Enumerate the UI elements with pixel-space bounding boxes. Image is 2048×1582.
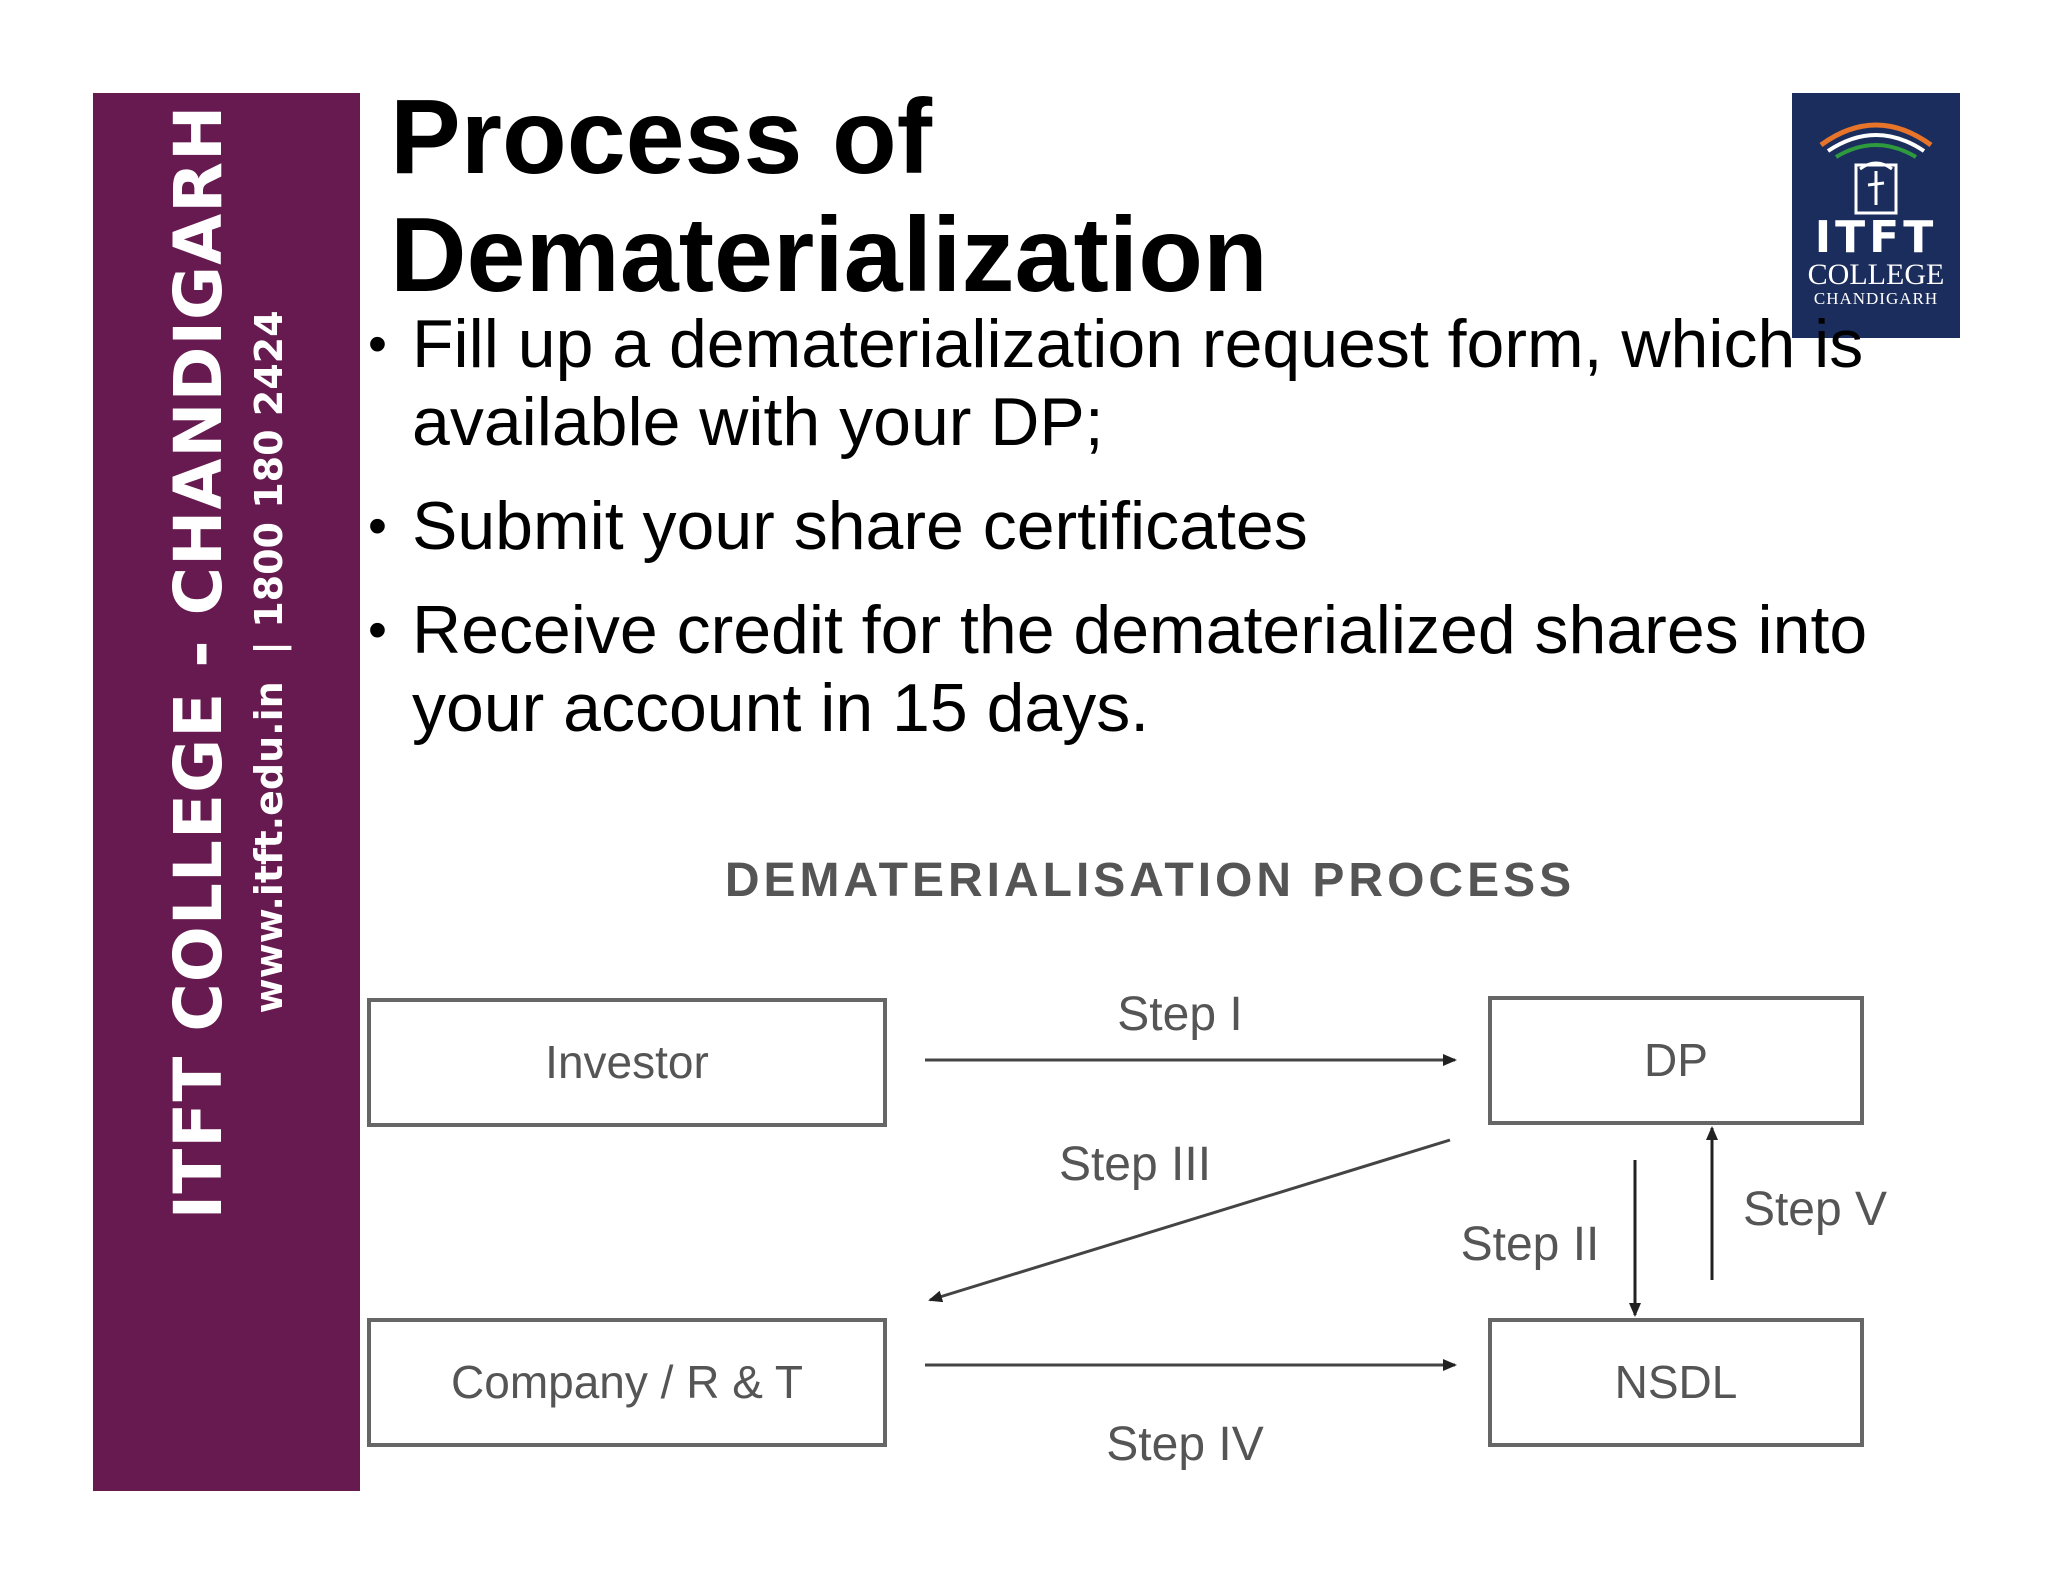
logo-line2: CHANDIGARH <box>1813 289 1939 308</box>
bullet-dot: • <box>368 496 387 556</box>
sidebar-text-area: ITFT COLLEGE - CHANDIGARH www.itft.edu.i… <box>93 93 360 1491</box>
step2-label: Step II <box>1461 1218 1600 1271</box>
node-nsdl-box <box>1488 1318 1864 1447</box>
node-dp-label: DP <box>1644 1034 1708 1086</box>
slide-title: Process of Dematerialization <box>390 78 1268 314</box>
step5-label: Step V <box>1743 1183 1887 1236</box>
node-investor-box <box>367 998 887 1127</box>
bullet-text: Receive credit for the dematerialized sh… <box>412 592 1868 746</box>
node-nsdl-label: NSDL <box>1615 1356 1738 1408</box>
node-company-box <box>367 1318 887 1447</box>
logo-name: ITFT <box>1814 212 1938 263</box>
logo-emblem-icon <box>1819 122 1933 215</box>
diagram-title: DEMATERIALISATION PROCESS <box>725 854 1575 907</box>
node-dp-box <box>1488 996 1864 1125</box>
sidebar-contact: www.itft.edu.in | 1800 180 2424 <box>246 310 291 1014</box>
dematerialisation-diagram: DEMATERIALISATION PROCESS Investor DP Co… <box>355 820 1960 1510</box>
node-company-label: Company / R & T <box>451 1356 803 1408</box>
bullet-dot: • <box>368 314 387 374</box>
bullet-item: • Receive credit for the dematerialized s… <box>360 591 1980 747</box>
slide-title-line2: Dematerialization <box>390 196 1268 314</box>
college-logo: ITFT COLLEGE CHANDIGARH <box>1792 93 1960 338</box>
bullet-list: • Fill up a dematerialization request for… <box>360 305 1980 773</box>
diagram-svg: DEMATERIALISATION PROCESS Investor DP Co… <box>367 854 1887 1471</box>
bullet-text: Fill up a dematerialization request form… <box>412 306 1864 460</box>
bullet-dot: • <box>368 600 387 660</box>
logo-line1: COLLEGE <box>1807 258 1945 291</box>
sidebar-college-name: ITFT COLLEGE - CHANDIGARH <box>159 104 237 1220</box>
node-investor-label: Investor <box>545 1036 709 1088</box>
step3-label: Step III <box>1059 1138 1211 1191</box>
step4-label: Step IV <box>1106 1418 1263 1471</box>
slide-title-line1: Process of <box>390 78 933 196</box>
bullet-item: • Fill up a dematerialization request for… <box>360 305 1980 461</box>
arrow-step3 <box>928 1138 1451 1303</box>
sidebar-rotated-text: ITFT COLLEGE - CHANDIGARH www.itft.edu.i… <box>159 93 295 1491</box>
bullet-text: Submit your share certificates <box>412 488 1308 564</box>
step1-label: Step I <box>1117 988 1242 1041</box>
sidebar-band <box>93 93 360 1491</box>
bullet-item: • Submit your share certificates <box>360 487 1980 565</box>
